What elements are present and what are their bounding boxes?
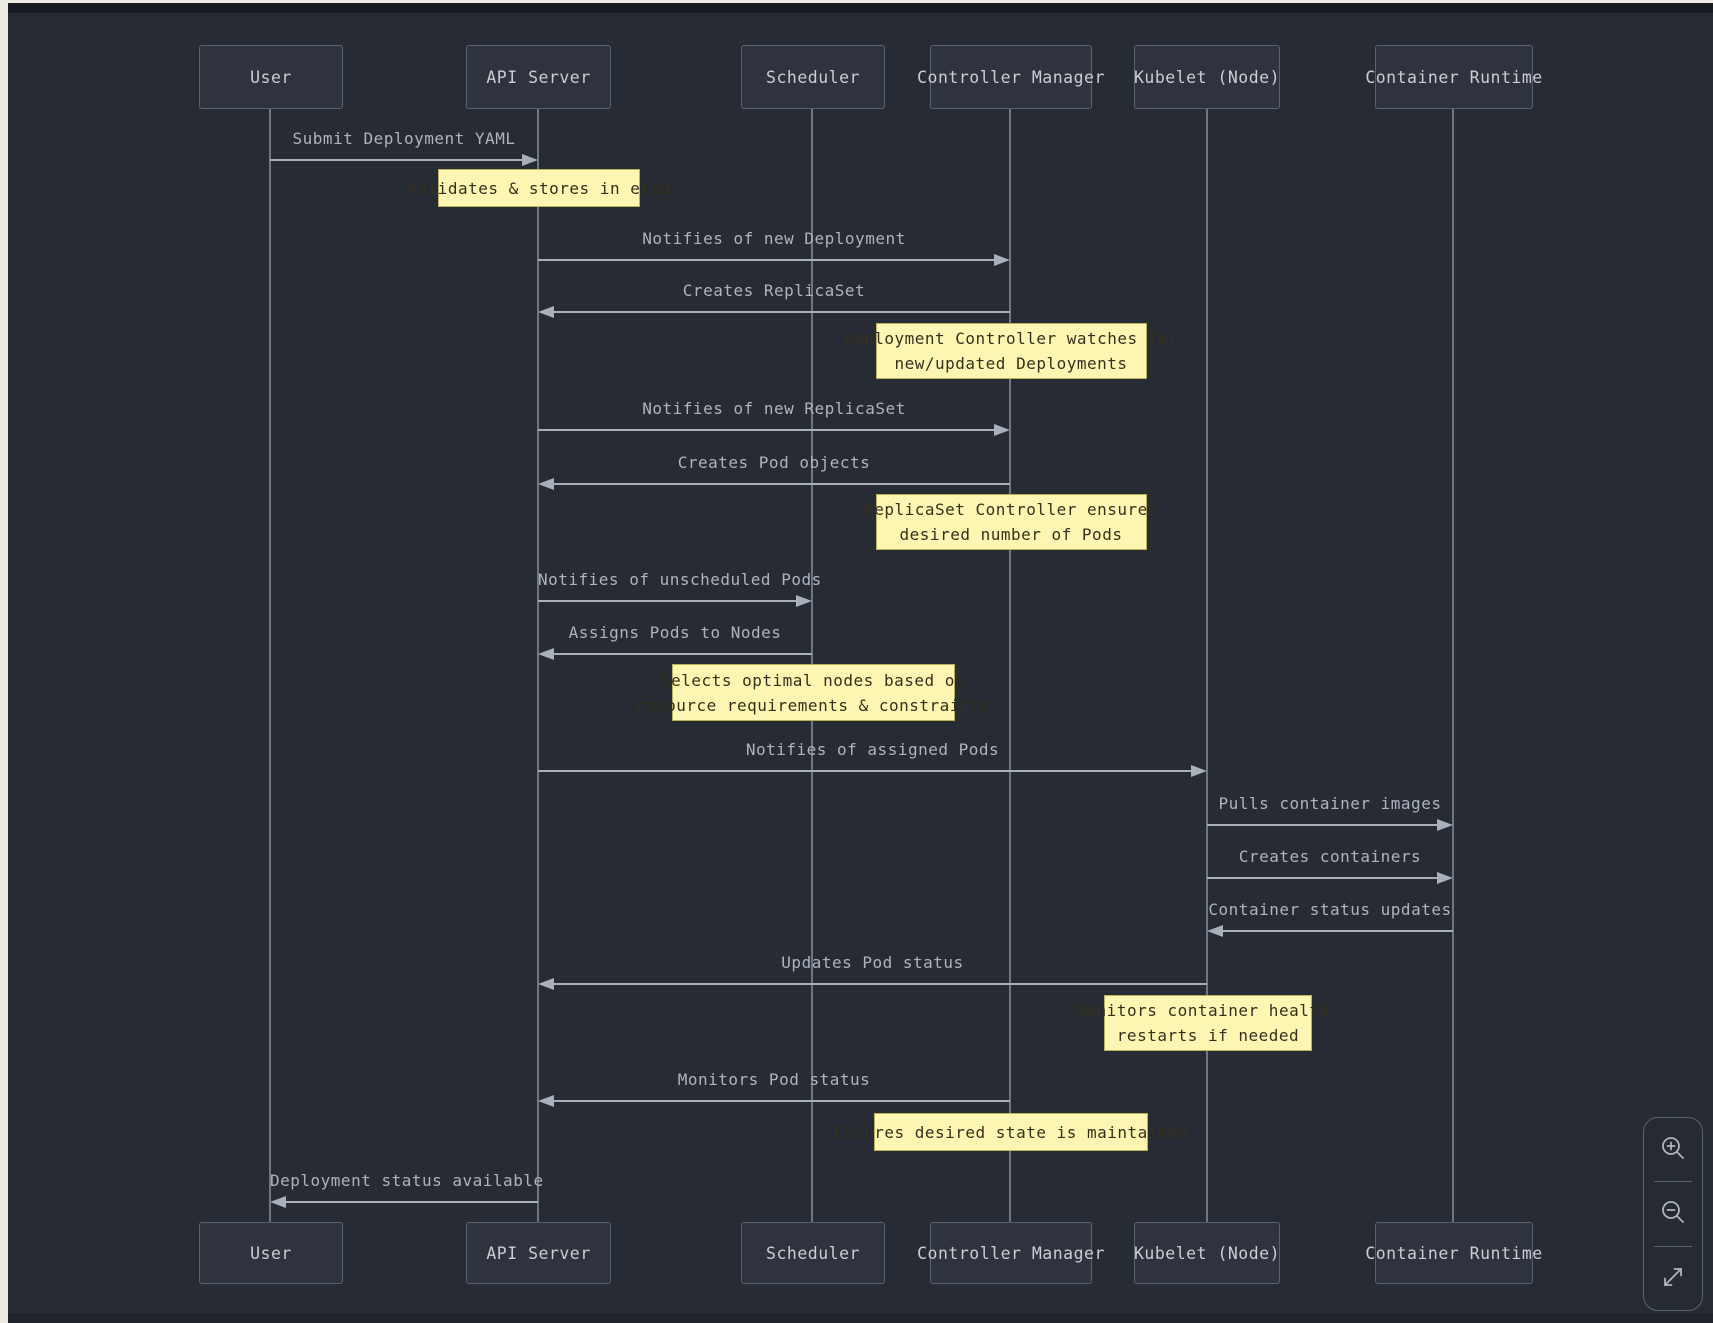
window-bottom-edge	[8, 1313, 1713, 1323]
participant-top-sched: Scheduler	[741, 45, 885, 109]
window-top-edge	[8, 3, 1713, 13]
note: Selects optimal nodes based on resource r…	[636, 664, 990, 721]
message-label: Notifies of unscheduled Pods	[538, 570, 822, 589]
divider	[1654, 1181, 1692, 1183]
message-label: Container status updates	[1208, 900, 1452, 919]
message-line	[552, 1100, 1010, 1102]
note-line: Validates & stores in etcd	[407, 178, 671, 198]
arrowhead-icon	[1191, 765, 1207, 777]
message-line	[538, 259, 996, 261]
participant-top-api: API Server	[466, 45, 611, 109]
arrowhead-icon	[538, 978, 554, 990]
lifeline-kubelet	[1206, 107, 1208, 1222]
arrowhead-icon	[538, 478, 554, 490]
message-line	[1207, 877, 1439, 879]
arrowhead-icon	[538, 1095, 554, 1107]
arrowhead-icon	[994, 424, 1010, 436]
diagonal-expand-arrows-icon	[1658, 1262, 1688, 1295]
message-label: Pulls container images	[1218, 794, 1442, 813]
message-label: Creates Pod objects	[677, 453, 871, 472]
arrowhead-icon	[522, 154, 538, 166]
participant-top-cm: Controller Manager	[917, 45, 1104, 109]
arrowhead-icon	[1437, 819, 1453, 831]
magnifier-plus-icon	[1658, 1133, 1688, 1166]
note: Deployment Controller watches for new/upd…	[844, 323, 1178, 379]
participant-bottom-cm: Controller Manager	[917, 1222, 1104, 1284]
note-line: Selects optimal nodes based on	[661, 670, 965, 690]
note-line: ReplicaSet Controller ensures	[864, 500, 1158, 519]
message-line	[270, 159, 524, 161]
note-line: Deployment Controller watches for	[843, 329, 1179, 348]
participant-bottom-sched: Scheduler	[741, 1222, 885, 1284]
message-label: Updates Pod status	[781, 953, 964, 972]
lifeline-user	[269, 107, 271, 1222]
arrowhead-icon	[1437, 872, 1453, 884]
lifeline-cm	[1009, 107, 1011, 1222]
expand-button[interactable]	[1658, 1263, 1688, 1293]
note: Ensures desired state is maintained	[834, 1113, 1188, 1151]
message-label: Monitors Pod status	[677, 1070, 871, 1089]
message-line	[284, 1201, 538, 1203]
message-label: Submit Deployment YAML	[292, 129, 516, 148]
message-label: Notifies of assigned Pods	[745, 740, 1000, 759]
participant-top-cr: Container Runtime	[1365, 45, 1542, 109]
participant-bottom-cr: Container Runtime	[1365, 1222, 1542, 1284]
participant-top-kubelet: Kubelet (Node)	[1134, 45, 1280, 109]
note-line: desired number of Pods	[899, 525, 1123, 544]
note-line: Ensures desired state is maintained	[833, 1122, 1189, 1142]
arrowhead-icon	[1207, 925, 1223, 937]
note: ReplicaSet Controller ensures desired num…	[864, 494, 1157, 550]
zoom-out-button[interactable]	[1658, 1199, 1688, 1229]
lifeline-api	[537, 107, 539, 1222]
message-label: Creates ReplicaSet	[682, 281, 866, 300]
zoom-in-button[interactable]	[1658, 1135, 1688, 1165]
arrowhead-icon	[270, 1196, 286, 1208]
message-line	[1221, 930, 1453, 932]
participant-bottom-user: User	[199, 1222, 343, 1284]
participant-bottom-kubelet: Kubelet (Node)	[1134, 1222, 1280, 1284]
message-label: Deployment status available	[270, 1171, 544, 1190]
zoom-controls	[1643, 1117, 1703, 1311]
note-line: restarts if needed	[1116, 1026, 1300, 1045]
message-line	[538, 770, 1193, 772]
message-label: Notifies of new ReplicaSet	[642, 399, 906, 418]
message-label: Notifies of new Deployment	[642, 229, 906, 248]
note: Monitors container health, restarts if ne…	[1076, 995, 1339, 1051]
divider	[1654, 1245, 1692, 1247]
note-line: resource requirements & constraints	[635, 695, 991, 715]
arrowhead-icon	[796, 595, 812, 607]
message-line	[538, 429, 996, 431]
message-line	[552, 311, 1010, 313]
arrowhead-icon	[994, 254, 1010, 266]
message-line	[1207, 824, 1439, 826]
message-line	[552, 653, 812, 655]
message-line	[552, 983, 1207, 985]
message-label: Assigns Pods to Nodes	[568, 623, 782, 642]
participant-bottom-api: API Server	[466, 1222, 611, 1284]
magnifier-minus-icon	[1658, 1197, 1688, 1230]
message-line	[538, 600, 798, 602]
arrowhead-icon	[538, 306, 554, 318]
message-label: Creates containers	[1238, 847, 1422, 866]
message-line	[552, 483, 1010, 485]
note-line: Monitors container health,	[1076, 1001, 1340, 1020]
participant-top-user: User	[199, 45, 343, 109]
lifeline-cr	[1452, 107, 1454, 1222]
arrowhead-icon	[538, 648, 554, 660]
note-line: new/updated Deployments	[894, 354, 1128, 373]
note: Validates & stores in etcd	[407, 169, 670, 207]
